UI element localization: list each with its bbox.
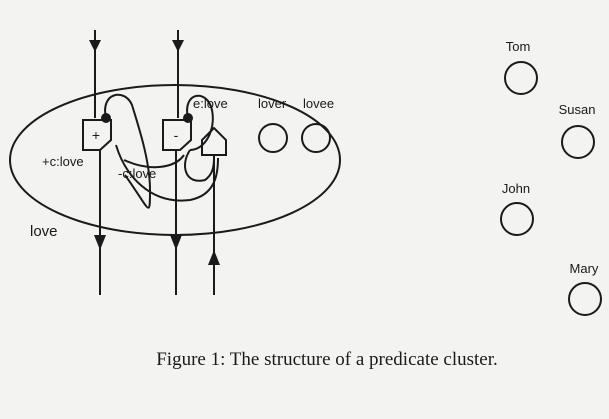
role-node-lover <box>258 123 288 153</box>
pos-collector-symbol: + <box>92 127 100 143</box>
neg-collector-symbol: - <box>174 127 179 143</box>
entity-label: John <box>502 181 530 196</box>
cluster-label: love <box>30 223 58 240</box>
output-arrow-positive <box>94 150 106 295</box>
neg-collector-unit: - <box>162 119 192 151</box>
pos-collector-unit: + <box>82 119 112 151</box>
entity-node <box>561 125 595 159</box>
enabler-label: e:love <box>193 96 228 111</box>
entity-node <box>500 202 534 236</box>
enabler-unit <box>201 126 227 156</box>
entity-mary: Mary <box>568 261 602 316</box>
connection-pos-to-enabler <box>115 144 219 202</box>
input-arrow-enabler <box>208 155 220 295</box>
entity-john: John <box>500 181 534 236</box>
entity-label: Mary <box>570 261 599 276</box>
connection-cross <box>123 154 185 169</box>
entity-tom: Tom <box>504 39 538 95</box>
entity-node <box>504 61 538 95</box>
entity-node <box>568 282 602 316</box>
entity-label: Tom <box>506 39 531 54</box>
entity-susan: Susan <box>559 102 596 159</box>
entity-label: Susan <box>559 102 596 117</box>
output-arrow-negative <box>170 150 182 295</box>
figure-caption: Figure 1: The structure of a predicate c… <box>156 349 498 370</box>
input-arrow-negative <box>172 30 184 118</box>
input-arrow-positive <box>89 30 101 118</box>
role-node-lovee <box>301 123 331 153</box>
role-lover-label: lover <box>258 96 287 111</box>
inhibitory-loop-positive <box>101 93 152 209</box>
role-lovee-label: lovee <box>303 96 334 111</box>
pos-collector-label: +c:love <box>42 154 84 169</box>
neg-collector-label: -c:love <box>118 166 156 181</box>
